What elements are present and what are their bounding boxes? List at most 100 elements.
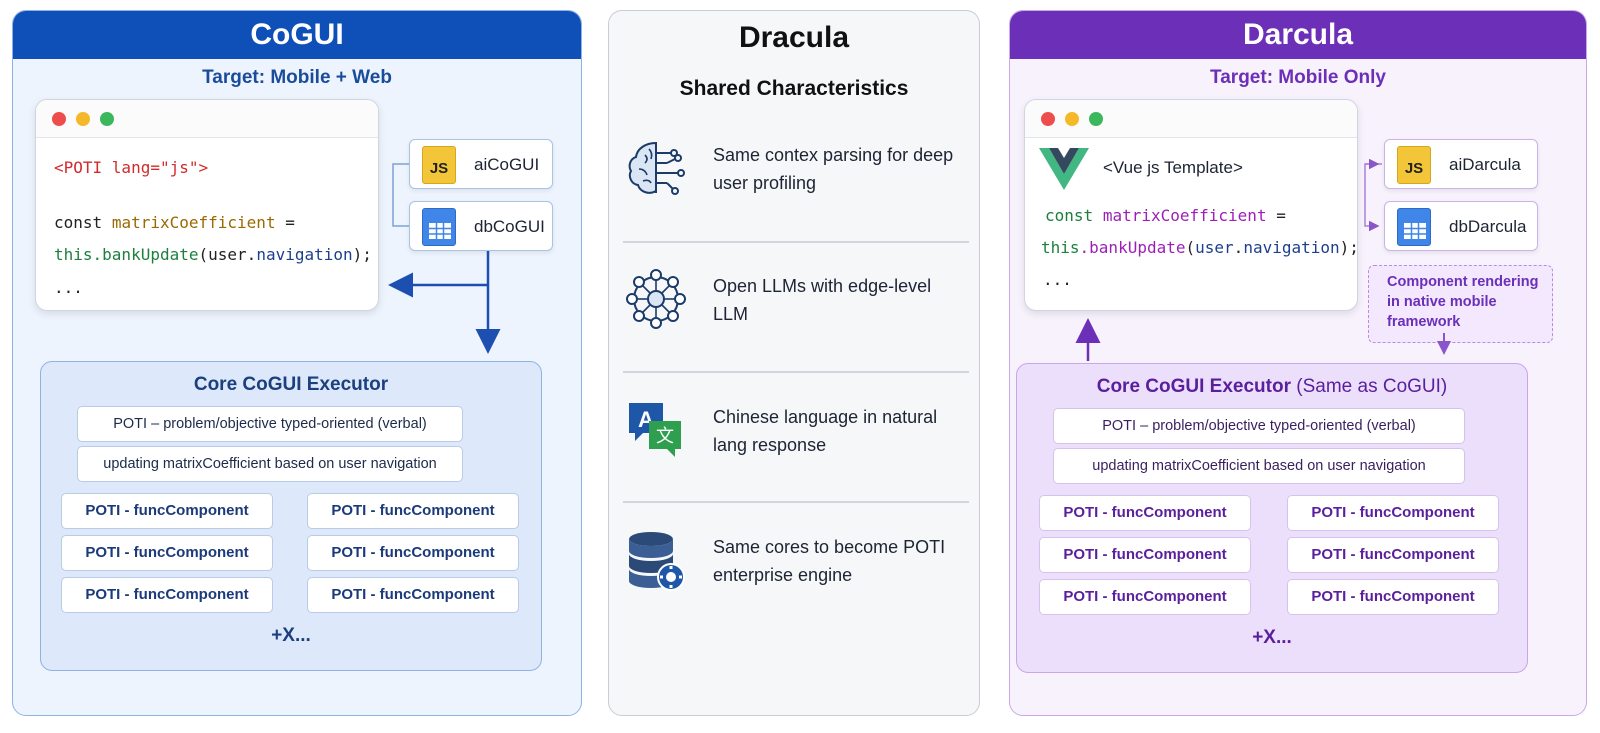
code-variable: matrixCoefficient: [111, 213, 276, 232]
feature-item: A 文 Chinese language in natural lang res…: [609, 383, 979, 513]
maximize-dot-icon: [1089, 112, 1103, 126]
spreadsheet-icon: [422, 208, 456, 246]
code-line-bank-update: this.bankUpdate(user.navigation);: [54, 245, 372, 264]
feature-text: Same contex parsing for deep user profil…: [713, 145, 954, 193]
js-file-icon: JS: [422, 146, 456, 184]
executor-title: Core CoGUI Executor: [193, 374, 389, 395]
file-name: dbCoGUI: [474, 217, 545, 236]
code-paren: (: [1185, 238, 1196, 257]
divider: [623, 371, 969, 373]
darcula-code-window: <Vue js Template> const matrixCoefficien…: [1024, 99, 1358, 311]
code-line-bank-update: this.bankUpdate(user.navigation);: [1041, 238, 1358, 257]
file-bracket-line: [392, 163, 409, 227]
cogui-target: Target: Mobile + Web: [202, 67, 392, 88]
code-arg: navigation: [256, 245, 353, 264]
darcula-connectors: [1075, 158, 1451, 361]
executor-title: Core CoGUI Executor (Same as CoGUI): [1017, 376, 1527, 398]
executor-more: +X...: [1252, 627, 1292, 648]
code-paren: (: [198, 245, 209, 264]
func-component-box: POTI - funcComponent: [1287, 537, 1499, 573]
shared-characteristics-heading: Shared Characteristics: [679, 77, 909, 100]
file-card-aicogui[interactable]: JS aiCoGUI: [409, 139, 553, 189]
executor-title-text: Core CoGUI Executor: [1096, 376, 1291, 397]
brain-circuit-icon: [628, 141, 685, 195]
code-paren: );: [352, 245, 372, 264]
vue-template-label: <Vue js Template>: [1103, 158, 1243, 177]
darcula-executor: Core CoGUI Executor (Same as CoGUI) POTI…: [1016, 363, 1528, 673]
code-line-poti-tag: <POTI lang="js">: [54, 158, 209, 177]
func-component-box: POTI - funcComponent: [1287, 495, 1499, 531]
func-component-box: POTI - funcComponent: [1039, 579, 1251, 615]
close-dot-icon: [52, 112, 66, 126]
code-method: .bankUpdate: [1079, 238, 1186, 257]
feature-text: Chinese language in natural lang respons…: [713, 407, 938, 455]
file-card-dbcogui[interactable]: dbCoGUI: [409, 201, 553, 251]
code-arg: user: [1195, 238, 1234, 257]
window-titlebar: [36, 100, 378, 138]
func-component-box: POTI - funcComponent: [61, 493, 273, 529]
code-line-const: const matrixCoefficient =: [1045, 206, 1286, 225]
file-card-dbdarcula[interactable]: dbDarcula: [1384, 201, 1538, 251]
cogui-connectors: [388, 163, 501, 354]
executor-title-suffix: (Same as CoGUI): [1296, 376, 1448, 397]
dracula-title: Dracula: [738, 21, 850, 54]
code-dot: .: [1233, 238, 1244, 257]
cogui-title: CoGUI: [13, 11, 581, 59]
func-component-box: POTI - funcComponent: [307, 577, 519, 613]
divider: [623, 241, 969, 243]
native-rendering-note: Component rendering in native mobile fra…: [1368, 265, 1553, 343]
maximize-dot-icon: [100, 112, 114, 126]
code-paren: );: [1339, 238, 1358, 257]
executor-more: +X...: [271, 625, 311, 646]
code-operator: =: [285, 213, 295, 232]
dracula-panel: Dracula Shared Characteristics Same cont…: [608, 10, 980, 716]
func-component-box: POTI - funcComponent: [1039, 537, 1251, 573]
spreadsheet-icon: [1397, 208, 1431, 246]
file-name: dbDarcula: [1449, 217, 1527, 236]
code-keyword: const: [1045, 206, 1094, 225]
feature-text: Same cores to become POTI enterprise eng…: [713, 537, 946, 585]
func-component-box: POTI - funcComponent: [1287, 579, 1499, 615]
vue-logo-icon: [1039, 148, 1089, 190]
code-this: this: [1041, 238, 1080, 257]
file-card-aidarcula[interactable]: JS aiDarcula: [1384, 139, 1538, 189]
executor-poti-row: POTI – problem/objective typed-oriented …: [77, 406, 463, 442]
cogui-panel: CoGUI Target: Mobile + Web <POTI lang="j…: [12, 10, 582, 716]
func-component-box: POTI - funcComponent: [61, 577, 273, 613]
close-dot-icon: [1041, 112, 1055, 126]
divider: [623, 501, 969, 503]
neural-network-icon: [626, 269, 686, 329]
code-operator: =: [1276, 206, 1286, 225]
feature-item: Open LLMs with edge-level LLM: [609, 252, 979, 382]
code-variable: matrixCoefficient: [1102, 206, 1267, 225]
database-icon: [629, 532, 685, 591]
darcula-title: Darcula: [1010, 11, 1586, 59]
cogui-code-window: <POTI lang="js"> const matrixCoefficient…: [35, 99, 379, 311]
code-line-ellipsis: ...: [54, 278, 83, 297]
feature-item: Same cores to become POTI enterprise eng…: [609, 513, 979, 643]
translate-icon: A 文: [629, 403, 681, 457]
svg-text:文: 文: [656, 426, 674, 447]
cogui-executor: Core CoGUI Executor POTI – problem/objec…: [40, 361, 542, 671]
executor-poti-row: POTI – problem/objective typed-oriented …: [1053, 408, 1465, 444]
func-component-box: POTI - funcComponent: [1039, 495, 1251, 531]
file-bracket-line: [1364, 163, 1382, 232]
feature-text: Open LLMs with edge-level LLM: [713, 276, 932, 324]
file-name: aiDarcula: [1449, 155, 1521, 174]
func-component-box: POTI - funcComponent: [307, 535, 519, 571]
minimize-dot-icon: [1065, 112, 1079, 126]
func-component-box: POTI - funcComponent: [61, 535, 273, 571]
executor-update-row: updating matrixCoefficient based on user…: [1053, 448, 1465, 484]
executor-update-row: updating matrixCoefficient based on user…: [77, 446, 463, 482]
code-line-const: const matrixCoefficient =: [54, 213, 295, 232]
js-file-icon: JS: [1397, 146, 1431, 184]
darcula-panel: Darcula Target: Mobile Only <Vue js Temp…: [1009, 10, 1587, 716]
darcula-target: Target: Mobile Only: [1210, 67, 1386, 88]
code-arg: user: [208, 245, 247, 264]
code-line-ellipsis: ...: [1043, 270, 1072, 289]
window-titlebar: [1025, 100, 1357, 138]
minimize-dot-icon: [76, 112, 90, 126]
feature-item: Same contex parsing for deep user profil…: [609, 121, 979, 251]
code-keyword: const: [54, 213, 103, 232]
code-dot: .: [246, 245, 257, 264]
